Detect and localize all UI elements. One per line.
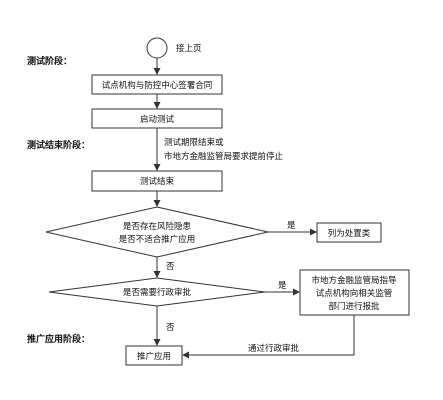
stage-label-test: 测试阶段： — [27, 55, 72, 67]
approval-no-label: 否 — [166, 323, 175, 333]
disposal-box — [316, 222, 382, 243]
stage-label-test-end: 测试结束阶段： — [27, 139, 90, 151]
promote-box — [125, 345, 183, 366]
start-connector-label: 接上页 — [176, 43, 202, 54]
risk-decision-diamond — [45, 206, 269, 258]
approval-question-label: 是否需要行政审批 — [123, 287, 192, 298]
passed-approval-label: 通过行政审批 — [248, 343, 300, 354]
arrow-guide-to-promote — [182, 315, 355, 359]
guide-box — [299, 269, 410, 316]
disposal-label: 列为处置类 — [328, 228, 371, 239]
guide-line1: 市地方金融监管局指导 — [311, 275, 397, 286]
start-test-label: 启动测试 — [140, 114, 175, 125]
risk-no-label: 否 — [166, 262, 175, 272]
guide-line3: 部门进行报批 — [328, 301, 380, 312]
stage-label-promotion: 推广应用阶段： — [27, 333, 90, 345]
approval-yes-label: 是 — [278, 281, 287, 291]
end-condition-line2: 市地方金融监管局要求提前停止 — [164, 151, 284, 162]
risk-yes-label: 是 — [287, 221, 296, 231]
end-condition-line1: 测试期限结束或 — [164, 137, 224, 148]
promote-label: 推广应用 — [137, 351, 171, 362]
risk-question-line2: 是否不适合推广应用 — [119, 234, 196, 245]
risk-question-line1: 是否存在风险隐患 — [123, 221, 192, 232]
start-connector-circle — [146, 37, 168, 59]
guide-line2: 试点机构向相关监管 — [316, 288, 393, 299]
test-end-label: 测试结束 — [140, 176, 175, 187]
sign-contract-label: 试点机构与防控中心签署合同 — [102, 80, 213, 91]
